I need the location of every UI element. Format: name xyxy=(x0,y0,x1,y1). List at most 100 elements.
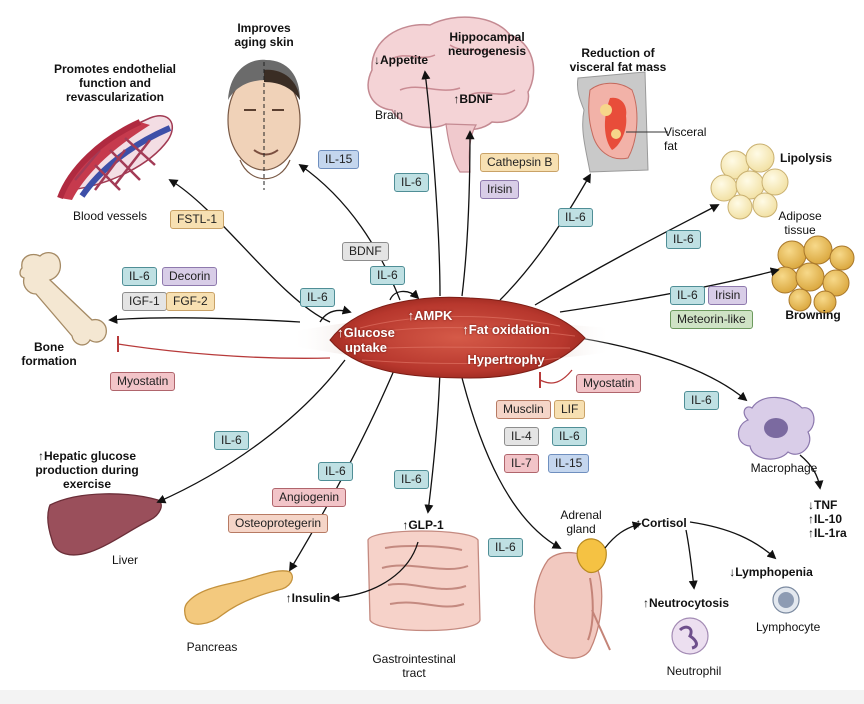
myokine-bdnf: BDNF xyxy=(342,242,389,261)
myokine-osteoprotegerin: Osteoprotegerin xyxy=(228,514,329,533)
myokine-irisin-browning: Irisin xyxy=(708,286,748,305)
pancreas-label: Pancreas xyxy=(186,640,238,654)
gi-tract-illustration xyxy=(367,530,481,632)
browning-label: Browning xyxy=(785,308,841,322)
lymphocyte-label: Lymphocyte xyxy=(756,620,821,634)
myokine-il15-hypertrophy: IL-15 xyxy=(548,454,590,473)
bone-formation-label: Bone formation xyxy=(21,340,77,368)
myokine-il4: IL-4 xyxy=(504,427,539,446)
cytokines-label: ↓TNF ↑IL-10 ↑IL-1ra xyxy=(808,498,847,540)
neutrophil-illustration xyxy=(671,617,709,655)
macrophage-illustration xyxy=(737,396,815,460)
aging-skin-label: Improves aging skin xyxy=(234,21,294,49)
adrenal-label: Adrenal gland xyxy=(560,508,602,536)
bone-illustration xyxy=(19,251,107,346)
macrophage-label: Macrophage xyxy=(750,461,818,475)
visceral-title-label: Reduction of visceral fat mass xyxy=(569,46,667,74)
myokine-cathepsin-b: Cathepsin B xyxy=(480,153,560,172)
myokine-meteorin-like: Meteorin-like xyxy=(670,310,753,329)
fat-oxidation-label: ↑Fat oxidation xyxy=(462,322,550,337)
myokine-fgf2: FGF-2 xyxy=(166,292,215,311)
cortisol-label: ↑Cortisol xyxy=(635,516,687,530)
lymphocyte-illustration xyxy=(772,586,800,614)
gi-tract-label: Gastrointestinal tract xyxy=(372,652,456,680)
arrow-to-liver xyxy=(156,359,346,504)
hepatic-label: ↑Hepatic glucose production during exerc… xyxy=(35,449,139,491)
myokine-il6-gi: IL-6 xyxy=(394,470,429,489)
arrow-to-bdnf xyxy=(461,130,475,297)
neutrocytosis-label: ↑Neutrocytosis xyxy=(642,596,730,610)
liver-illustration xyxy=(47,493,162,556)
pancreas-illustration xyxy=(184,570,293,625)
myokine-il6-visceral: IL-6 xyxy=(558,208,593,227)
arrow-to-adrenal xyxy=(459,369,562,549)
myokine-irisin-brain: Irisin xyxy=(480,180,520,199)
liver-label: Liver xyxy=(111,553,138,567)
myokine-il7: IL-7 xyxy=(504,454,539,473)
endothelial-label: Promotes endothelial function and revasc… xyxy=(53,62,177,104)
myokine-il6-lipolysis: IL-6 xyxy=(666,230,701,249)
arrow-glp1-to-insulin xyxy=(330,541,419,603)
bottom-bar xyxy=(0,690,864,704)
myokine-angiogenin: Angiogenin xyxy=(272,488,347,507)
myokine-il6-macrophage: IL-6 xyxy=(684,391,719,410)
arrow-to-gi xyxy=(424,369,441,514)
visceral-fat-illustration xyxy=(577,71,668,173)
insulin-label: ↑Insulin xyxy=(285,591,331,605)
adipose-label: Adipose tissue xyxy=(778,209,822,237)
arrow-to-lymphopenia xyxy=(689,521,777,560)
arrow-adrenal-to-cortisol xyxy=(604,521,642,549)
face-illustration xyxy=(227,59,301,190)
blood-vessels-label: Blood vessels xyxy=(72,209,148,223)
myokine-il6-liver: IL-6 xyxy=(214,431,249,450)
arrow-to-lipolysis xyxy=(534,204,720,306)
arrow-il6-glucose xyxy=(319,305,352,323)
myokine-il15-skin: IL-15 xyxy=(318,150,360,169)
arrow-to-visceral-fat xyxy=(499,173,591,301)
myokine-il6-browning: IL-6 xyxy=(670,286,705,305)
myokine-il6-hypertrophy: IL-6 xyxy=(552,427,587,446)
myokine-il6-bone: IL-6 xyxy=(122,267,157,286)
bdnf-brain-label: ↑BDNF xyxy=(453,92,493,106)
myokine-myostatin-bone: Myostatin xyxy=(110,372,176,391)
myokine-il6-adrenal: IL-6 xyxy=(488,538,523,557)
myokine-decorin: Decorin xyxy=(162,267,218,286)
ampk-label: ↑AMPK xyxy=(407,308,453,323)
glp1-label: ↑GLP-1 xyxy=(402,518,444,532)
arrow-to-neutrocytosis xyxy=(685,529,698,590)
browning-fat-cells-illustration xyxy=(771,235,855,314)
appetite-label: ↓Appetite xyxy=(374,53,428,67)
arrow-to-blood-vessels xyxy=(168,179,331,323)
neutrophil-label: Neutrophil xyxy=(666,664,722,678)
myokine-fstl1: FSTL-1 xyxy=(170,210,225,229)
myokine-il6-brain: IL-6 xyxy=(394,173,429,192)
arrow-to-pancreas xyxy=(289,367,396,572)
lymphopenia-label: ↓Lymphopenia xyxy=(729,565,813,579)
inhibition-lines xyxy=(117,336,573,388)
hippocampal-label: Hippocampal neurogenesis xyxy=(447,30,527,58)
inhibit-bone xyxy=(117,343,331,359)
lipolysis-fat-cells-illustration xyxy=(710,143,789,220)
myokine-igf1: IGF-1 xyxy=(122,292,167,311)
arrow-il6-ampk xyxy=(389,289,420,301)
myokine-il6-glucose: IL-6 xyxy=(300,288,335,307)
myokine-musclin: Musclin xyxy=(496,400,551,419)
brain-label: Brain xyxy=(374,108,403,122)
myokine-il6-pancreas: IL-6 xyxy=(318,462,353,481)
blood-vessels-illustration xyxy=(57,115,173,200)
myokine-myostatin-hypertrophy: Myostatin xyxy=(576,374,642,393)
arrow-to-bone xyxy=(108,314,301,324)
kidney-adrenal-illustration xyxy=(533,538,611,659)
inhibit-hypertrophy xyxy=(539,369,573,384)
signaling-arrows xyxy=(108,70,824,603)
visceral-fat-label: Visceral fat xyxy=(664,125,707,153)
arrow-to-cytokines xyxy=(799,454,824,490)
lipolysis-label: Lipolysis xyxy=(779,151,832,165)
glucose-uptake-label: ↑Glucose uptake xyxy=(337,325,395,355)
myokine-il6-ampk: IL-6 xyxy=(370,266,405,285)
skeletal-muscle-illustration xyxy=(290,296,612,379)
hypertrophy-label: Hypertrophy xyxy=(467,352,545,367)
arrow-to-brain xyxy=(421,70,441,297)
